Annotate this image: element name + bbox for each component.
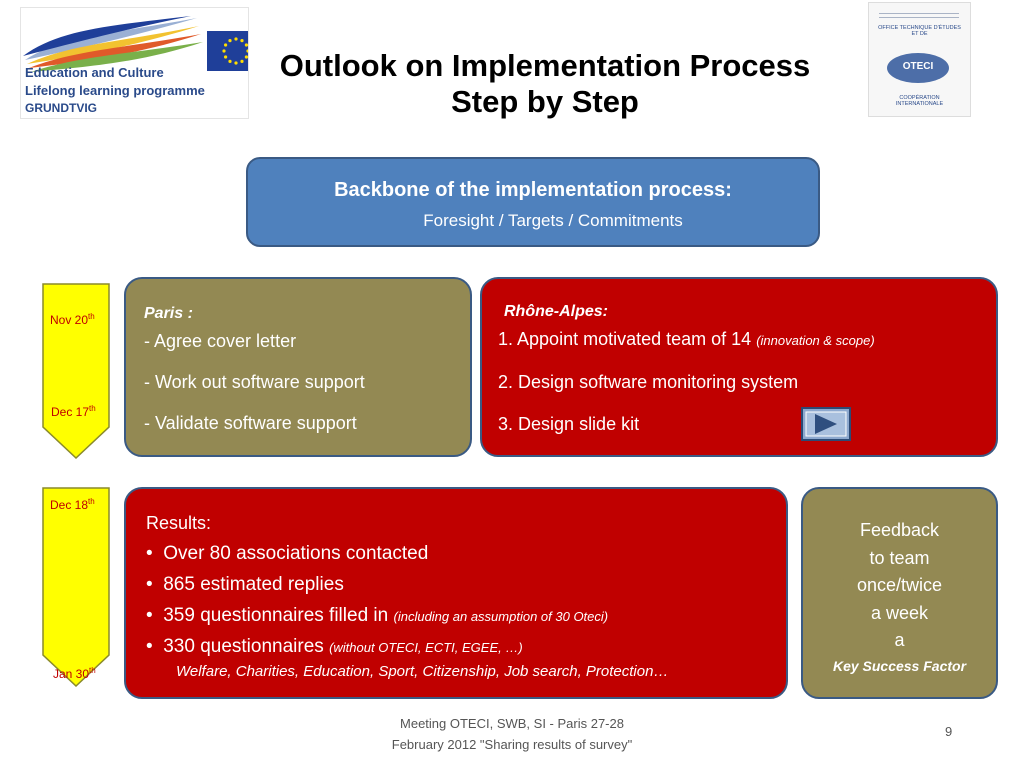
date-jan-30: Jan 30th [53,666,96,681]
results-bullet-1: • Over 80 associations contacted [146,543,429,564]
play-button[interactable] [801,407,851,441]
grundtvig-logo: Education and Culture Lifelong learning … [20,7,249,119]
paris-box: Paris : - Agree cover letter - Work out … [124,277,472,457]
logo-line-grundtvig: GRUNDTVIG [25,101,97,115]
results-heading: Results: [146,513,212,533]
results-bullet-2: • 865 estimated replies [146,574,344,595]
footer-text: Meeting OTECI, SWB, SI - Paris 27-28 Feb… [352,713,672,755]
footer-line-1: Meeting OTECI, SWB, SI - Paris 27-28 [400,716,624,731]
oteci-logo-top-text: OFFICE TECHNIQUE D'ÉTUDES ET DE [878,25,961,37]
footer-line-2: February 2012 "Sharing results of survey… [391,737,633,752]
swoosh-graphic [23,16,203,72]
logo-line-education: Education and Culture [25,65,164,80]
oteci-logo-bottom-text: COOPÉRATION INTERNATIONALE [895,95,944,107]
title-line-2: Step by Step [451,84,639,119]
paris-item-2: - Work out software support [144,372,365,392]
date-dec-18: Dec 18th [50,497,95,512]
eu-flag-icon [207,31,248,71]
results-box: Results: • Over 80 associations contacte… [124,487,788,699]
paris-heading: Paris : [144,305,193,322]
timeline-arrow-1 [42,283,110,459]
feedback-box: Feedback to team once/twice a week a Key… [801,487,998,699]
feedback-line-2: to team [869,547,930,568]
date-nov-20: Nov 20th [50,312,95,327]
rhone-item-1: 1. Appoint motivated team of 14 (innovat… [498,329,875,349]
feedback-line-3: once/twice [856,575,943,595]
page-number: 9 [945,724,953,739]
rhone-alpes-box: Rhône-Alpes: 1. Appoint motivated team o… [480,277,998,457]
title-line-1: Outlook on Implementation Process [279,48,811,83]
key-success-factor: Key Success Factor [832,657,967,674]
results-bullet-4: • 330 questionnaires (without OTECI, ECT… [146,636,523,657]
play-icon [805,411,847,437]
slide-title: Outlook on Implementation Process Step b… [240,48,850,120]
date-dec-17: Dec 17th [51,404,96,419]
rhone-heading: Rhône-Alpes: [504,303,608,320]
logo-line-lifelong: Lifelong learning programme [25,83,205,98]
feedback-line-4: a week [870,602,929,623]
paris-item-1: - Agree cover letter [144,331,297,351]
results-bullet-3: • 359 questionnaires filled in (includin… [146,605,609,626]
paris-item-3: - Validate software support [144,413,357,433]
feedback-line-1: Feedback [859,520,940,540]
results-footnote: Welfare, Charities, Education, Sport, Ci… [176,663,669,680]
backbone-box: Backbone of the implementation process: … [246,157,820,247]
oteci-logo: OFFICE TECHNIQUE D'ÉTUDES ET DE OTECI CO… [868,2,971,117]
backbone-heading: Backbone of the implementation process: [334,179,732,201]
rhone-item-3: 3. Design slide kit [498,414,640,434]
rhone-item-2: 2. Design software monitoring system [498,372,799,392]
feedback-line-5: a [894,630,905,650]
timeline-arrow-2 [42,487,110,687]
oteci-oval-icon: OTECI [887,53,949,83]
backbone-subtext: Foresight / Targets / Commitments [423,211,683,230]
